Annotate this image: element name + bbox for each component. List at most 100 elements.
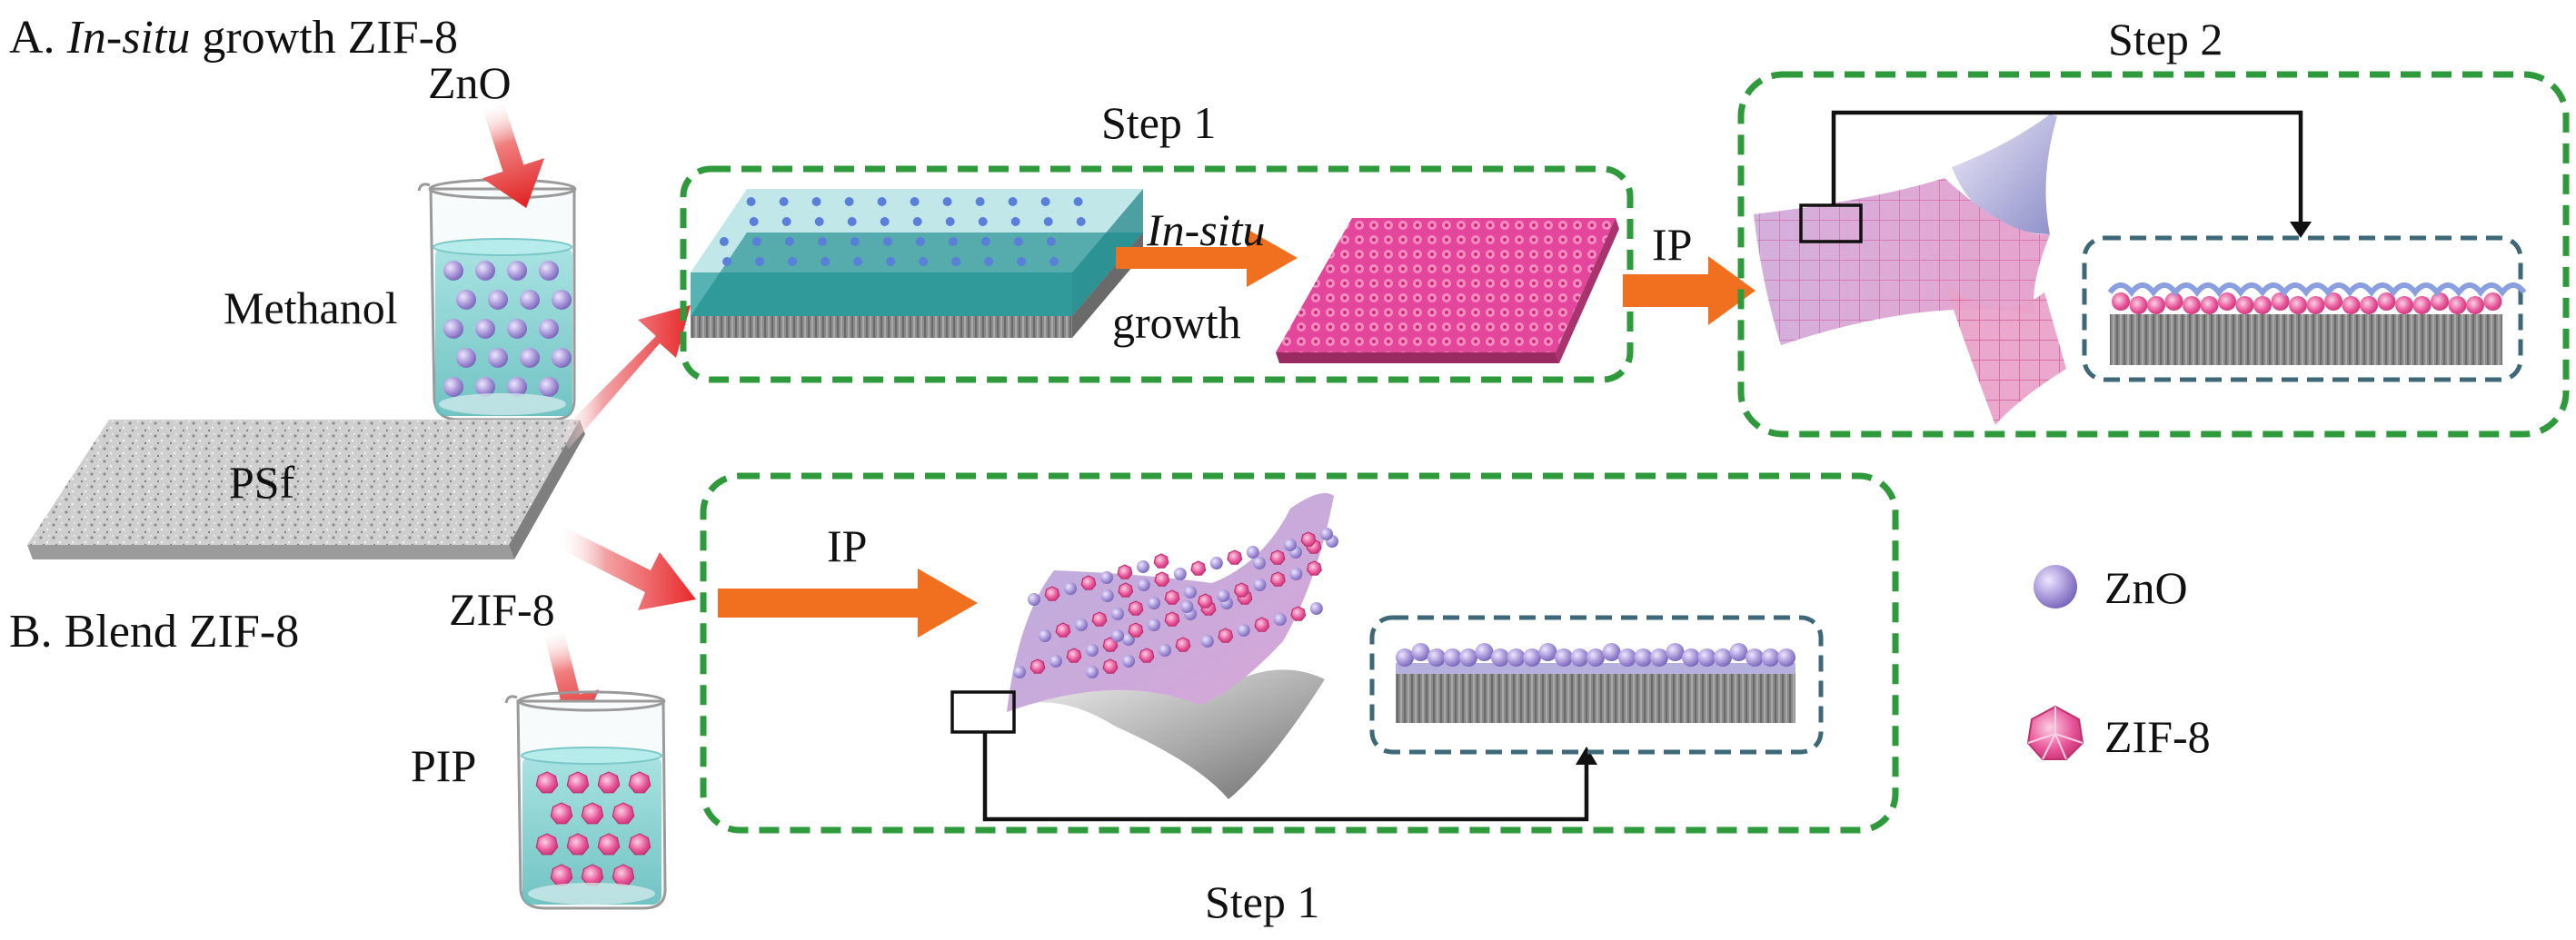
cross-section-zno-particle	[1475, 643, 1494, 661]
cross-section-zif8-particle	[2483, 292, 2502, 311]
zno-particle	[443, 377, 463, 397]
sheet-zif8-particle	[1153, 553, 1169, 569]
film-zno-dot	[847, 217, 857, 226]
sheet-zno-particle	[1209, 557, 1223, 569]
cross-section-zno-particle	[1491, 648, 1509, 667]
sheet-zno-particle	[1086, 666, 1099, 678]
zno-particle	[488, 348, 508, 368]
zif8-lattice-film	[1276, 218, 1619, 363]
zoom-box-b	[950, 690, 1016, 734]
zif8-particle	[612, 864, 635, 886]
cross-section-zif8-particle	[2183, 296, 2201, 314]
film-zno-dot	[980, 237, 990, 246]
sheet-zno-particle	[1100, 571, 1113, 584]
film-zno-dot	[948, 237, 958, 246]
sheet-zno-particle	[1253, 579, 1267, 591]
film-zno-dot	[1017, 257, 1027, 266]
zif8-particle	[535, 771, 559, 794]
cross-section-zno-particle	[1538, 643, 1557, 661]
sheet-zno-particle	[1075, 618, 1088, 631]
cross-section-zif8-particle	[2395, 296, 2413, 314]
sheet-zif8-particle	[1197, 593, 1213, 609]
film-zno-dot	[1008, 197, 1018, 206]
sheet-zno-particle	[1173, 568, 1187, 580]
sheet-zno-particle	[1137, 579, 1150, 591]
sheet-zno-particle	[1086, 644, 1099, 657]
film-zno-dot	[788, 257, 798, 266]
sheet-zif8-particle	[1190, 560, 1207, 576]
zno-particle	[552, 348, 572, 368]
sheet-zno-particle	[1237, 624, 1250, 637]
film-zno-dot	[1010, 217, 1020, 226]
pip-label: PIP	[411, 740, 476, 791]
sheet-zno-particle	[1273, 613, 1287, 626]
zno-particle	[443, 319, 463, 339]
sheet-zif8-particle	[1080, 575, 1097, 590]
zno-particle	[520, 348, 540, 368]
cross-section-zno-particle	[1634, 648, 1653, 667]
film-zno-dot	[1043, 217, 1053, 226]
sheet-zno-particle	[1039, 629, 1051, 642]
zif8-particle	[581, 864, 604, 886]
zno-drop-arrow	[481, 97, 545, 208]
sheet-zif8-particle	[1306, 560, 1322, 576]
cross-section-zno-particle	[1650, 648, 1668, 667]
sheet-zif8-particle	[1117, 564, 1133, 579]
sheet-zif8-particle	[1091, 611, 1108, 627]
zif8-particle	[550, 802, 573, 825]
zif8-particle	[566, 771, 590, 794]
sheet-zno-particle	[1064, 582, 1077, 595]
sheet-zif8-particle	[1254, 617, 1270, 632]
zno-particle	[507, 319, 527, 339]
film-zno-dot	[975, 197, 985, 206]
cross-section-zif8-particle	[2448, 296, 2467, 314]
cross-section-zif8-particle	[2271, 292, 2290, 311]
zno-particle	[507, 261, 527, 281]
cross-section-zno-particle	[1697, 648, 1716, 667]
film-zno-dot	[1073, 197, 1083, 206]
step1-a-dashed-frame	[680, 165, 1634, 383]
zoom-box-a	[1799, 203, 1863, 243]
growth-label: growth	[1112, 297, 1241, 348]
sheet-zif8-particle	[1128, 600, 1144, 616]
zif8-beaker-label: ZIF-8	[449, 584, 555, 635]
zif8-particle	[612, 802, 635, 825]
cross-section-zif8-particle	[2129, 296, 2148, 314]
sheet-zno-particle	[1246, 546, 1259, 559]
sheet-zno-particle	[1049, 655, 1062, 668]
sheet-zno-particle	[1159, 644, 1171, 657]
film-zno-dot	[1049, 257, 1059, 266]
sheet-zno-particle	[1184, 586, 1197, 599]
sheet-zno-particle	[1180, 600, 1194, 613]
zif8-particle	[550, 864, 573, 886]
zif8-particle	[581, 802, 604, 825]
sheet-zno-particle	[1148, 597, 1160, 609]
sheet-zif8-particle	[1055, 622, 1071, 638]
cross-section-zno-particle	[1555, 648, 1573, 667]
ip-a-label: IP	[1652, 219, 1692, 270]
sheet-zif8-particle	[1175, 637, 1191, 652]
cross-section-zno-particle	[1507, 648, 1526, 667]
curved-tfn-membrane-a	[1754, 114, 2066, 425]
cross-section-zno-particle	[1777, 648, 1795, 667]
psf-label: PSf	[229, 457, 295, 508]
film-zno-dot	[945, 217, 955, 226]
sheet-zno-particle	[1200, 635, 1214, 648]
sheet-zif8-particle	[1118, 582, 1134, 598]
zno-particle	[475, 377, 495, 397]
section-a-title: A. In-situ growth ZIF-8	[9, 12, 458, 64]
film-zno-dot	[877, 197, 887, 206]
cross-section-zif8-particle	[2112, 292, 2130, 311]
methanol-beaker	[417, 178, 577, 421]
film-zno-dot	[1040, 197, 1050, 206]
film-zno-dot	[817, 237, 827, 246]
film-zno-dot	[814, 217, 824, 226]
zno-particle	[488, 290, 508, 310]
cross-section-zif8-particle	[2164, 292, 2183, 311]
insitu-growth-arrow	[1116, 229, 1298, 287]
sheet-zno-particle	[1137, 560, 1149, 573]
legend-zno-label: ZnO	[2104, 562, 2188, 613]
sheet-zif8-particle	[1029, 658, 1046, 674]
zoom-connector-a	[1831, 110, 2303, 227]
